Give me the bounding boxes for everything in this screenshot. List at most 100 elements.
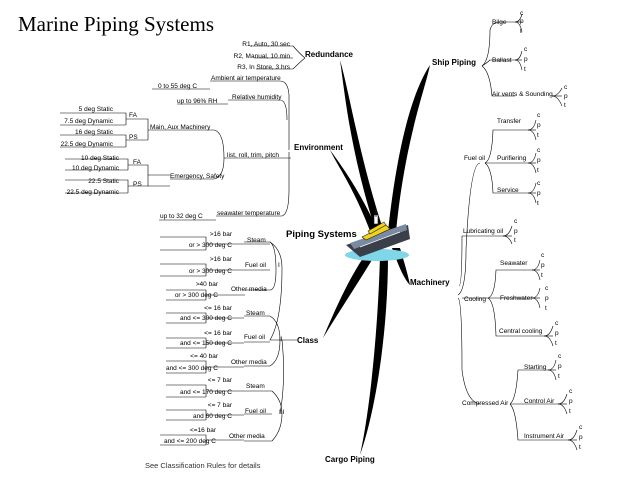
class-i-steam: Steam: [247, 237, 266, 244]
class-iii-fuel-b: and 60 deg C: [192, 413, 232, 420]
cpt-c: c: [541, 252, 545, 259]
cpt-c: c: [545, 285, 549, 292]
redundance-r3: R3, In Store, 3 hrs: [237, 64, 290, 71]
class-i-steam-b: or > 300 deg C: [188, 242, 232, 249]
cpt-p: p: [569, 398, 573, 405]
env-em-fa-dynamic: 10 deg Dynamic: [72, 165, 119, 172]
class-i-fuel-b: or > 300 deg C: [188, 268, 232, 275]
class-ii-fuel-b: and <= 150 deg C: [179, 340, 232, 347]
mach-compressed-air: Compressed Air: [462, 400, 509, 407]
cpt-p: p: [541, 262, 545, 269]
cpt-p: p: [545, 295, 549, 302]
ship-bilge: Bilge: [492, 19, 507, 26]
env-fa-1: FA: [129, 112, 137, 119]
cpt-t: t: [541, 272, 543, 279]
env-emergency: Emergency, Safety: [170, 173, 225, 180]
class-iii-other-a: <=16 bar: [189, 427, 216, 434]
class-iii-fuel-a: <= 7 bar: [207, 402, 232, 409]
class-ii-steam-b: and <= 300 deg C: [179, 315, 232, 322]
env-humidity: Relative humidity: [232, 94, 282, 101]
mach-control-air: Control Air: [524, 398, 555, 405]
cpt-t: t: [514, 237, 516, 244]
class-i-fuel: Fuel oil: [245, 262, 266, 269]
page-title: Marine Piping Systems: [18, 12, 215, 36]
redundance-r1: R1, Auto, 30 sec: [242, 41, 290, 48]
cpt-t: t: [558, 373, 560, 380]
env-humidity-value: up to 96% RH: [177, 98, 218, 105]
cpt-p: p: [555, 330, 559, 337]
branch-cargo-piping: Cargo Piping: [325, 455, 375, 464]
branch-class: Class: [297, 336, 319, 345]
ship-icon: [345, 209, 410, 261]
class-ii-steam-a: <= 16 bar: [204, 305, 232, 312]
cpt-p: p: [558, 363, 562, 370]
cpt-t: t: [524, 66, 526, 73]
cpt-p: p: [537, 122, 541, 129]
branch-ship-piping: Ship Piping: [432, 58, 476, 67]
cpt-c: c: [520, 10, 524, 17]
class-iii-other-b: and <= 200 deg C: [163, 438, 216, 445]
cpt-t: t: [537, 200, 539, 207]
env-em-ps-dynamic: 22.5 deg Dynamic: [66, 189, 119, 196]
mach-freshwater: Freshwater: [500, 295, 533, 302]
redundance-r2: R2, Manual, 10 min: [233, 53, 290, 60]
env-ambient-air-value: 0 to 55 deg C: [158, 83, 198, 90]
env-ma-ps-dynamic: 22.5 deg Dynamic: [60, 141, 113, 148]
env-list-roll: list, roll, trim, pitch: [227, 152, 280, 159]
env-seawater: seawater temperature: [217, 210, 281, 217]
mach-purifiering: Purifiering: [497, 155, 527, 162]
cpt-p: p: [537, 190, 541, 197]
class-i-other-b: or > 300 deg C: [174, 292, 218, 299]
class-ii-other-b: and <= 300 deg C: [165, 365, 218, 372]
class-ii-fuel: Fuel oil: [244, 334, 265, 341]
env-ps-1: PS: [129, 134, 138, 141]
cpt-t: t: [545, 305, 547, 312]
mach-service: Service: [497, 187, 519, 194]
cpt-p: p: [520, 18, 524, 25]
class-ii: II: [279, 336, 283, 343]
cpt-t: t: [537, 132, 539, 139]
cpt-t: t: [555, 340, 557, 347]
cpt-c: c: [514, 218, 518, 225]
class-iii-steam-b: and <= 170 deg C: [179, 389, 232, 396]
env-em-ps-static: 22.5 Static: [88, 178, 119, 185]
cpt-t: t: [569, 408, 571, 415]
ship-ballast: Ballast: [492, 57, 512, 64]
class-ii-fuel-a: <= 16 bar: [204, 330, 232, 337]
cpt-t: t: [579, 444, 581, 451]
env-fa-2: FA: [133, 159, 141, 166]
branch-environment: Environment: [294, 143, 343, 152]
cpt-c: c: [564, 84, 568, 91]
mach-cooling: Cooling: [464, 296, 487, 303]
mach-fuel-oil: Fuel oil: [464, 155, 485, 162]
class-ii-other-a: <= 40 bar: [190, 353, 218, 360]
env-ps-2: PS: [133, 181, 142, 188]
class-ii-other: Other media: [231, 359, 267, 366]
class-iii-steam: Steam: [246, 383, 265, 390]
env-seawater-value: up to 32 deg C: [160, 213, 203, 220]
cpt-c: c: [537, 112, 541, 119]
cpt-c: c: [569, 388, 573, 395]
cpt-p: p: [537, 157, 541, 164]
env-ma-ps-static: 16 deg Static: [75, 129, 113, 136]
class-iii-fuel: Fuel oil: [245, 408, 266, 415]
env-main-aux: Main, Aux Machinery: [150, 124, 211, 131]
ship-air-vents: Air vents & Sounding: [492, 91, 553, 98]
env-ma-fa-dynamic: 7.5 deg Dynamic: [64, 118, 113, 125]
center-topic: Piping Systems: [286, 229, 357, 240]
mach-central-cooling: Central cooling: [499, 328, 543, 335]
class-iii: III: [279, 409, 285, 416]
cpt-t: t: [537, 167, 539, 174]
class-i-other: Other media: [231, 286, 267, 293]
cpt-t: t: [520, 28, 522, 35]
cpt-c: c: [524, 46, 528, 53]
class-iii-other: Other media: [229, 433, 265, 440]
mach-starting: Starting: [524, 364, 547, 371]
cpt-c: c: [537, 147, 541, 154]
class-ii-steam: Steam: [246, 310, 265, 317]
mach-transfer: Transfer: [497, 118, 521, 125]
class-i: I: [278, 262, 280, 269]
cpt-c: c: [558, 353, 562, 360]
